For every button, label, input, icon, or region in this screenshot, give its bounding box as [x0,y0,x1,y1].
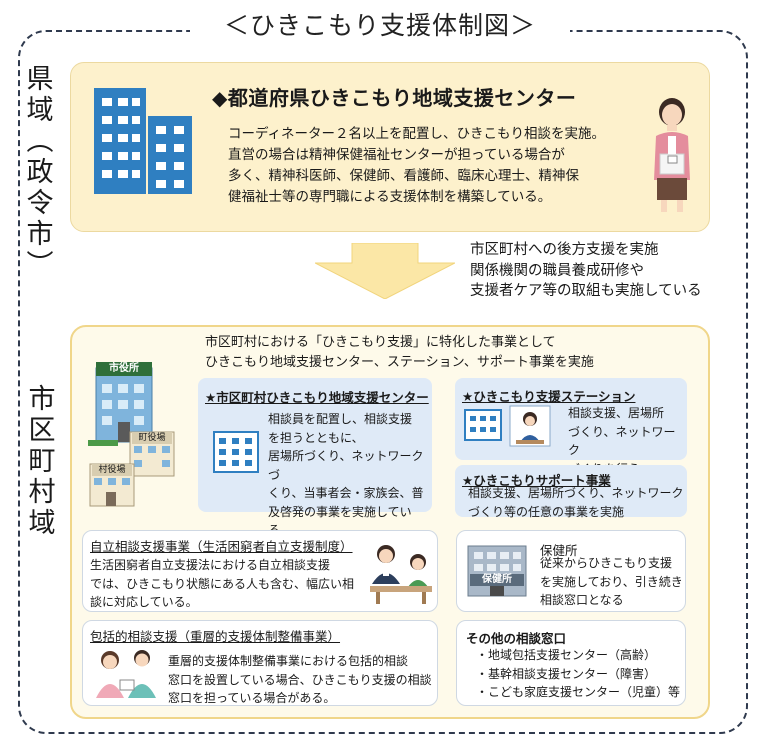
consultation-icon [370,545,432,604]
region-label-char: 政 [26,157,54,188]
description-line: 相談支援、居場所 [568,406,665,420]
intro-line: ひきこもり地域支援センター、ステーション、サポート事業を実施 [205,355,594,370]
region-label-char: ︵ [26,126,54,157]
description-line: 相談員を配置し、相談支援 [268,412,413,426]
city-hall-sign: 市役所 [96,362,152,376]
region-label-char: 区 [28,415,56,446]
description-line: 従来からひきこもり支援 [540,556,673,570]
self-reliance-support-title: 自立相談支援事業（生活困窮者自立支援制度） [90,539,353,554]
list-item: ・基幹相談支援センター（障害） [476,666,657,681]
description-line: 生活困窮者自立支援法における自立相談支援 [90,558,331,572]
region-label-char: 令 [26,188,54,219]
other-consultation-title: その他の相談窓口 [466,631,567,646]
city-region-label: 市 区 町 村 域 [24,384,60,539]
description-line: 相談窓口となる [540,593,624,607]
region-label-char: 域 [26,95,54,126]
support-line: 市区町村への後方支援を実施 [470,242,659,258]
description-line: 重層的支援体制整備事業における包括的相談 [168,654,409,668]
comprehensive-support-title: 包括的相談支援（重層的支援体制整備事業） [90,629,341,644]
description-line: では、ひきこもり状態にある人も含む、幅広い相 [90,576,355,591]
description-line: 直営の場合は精神保健福祉センターが担っている場合が [228,147,565,163]
description-line: 窓口を担っている場合がある。 [168,691,336,705]
municipal-intro: 市区町村における「ひきこもり支援」に特化した事業として ひきこもり地域支援センタ… [205,333,594,373]
description-line: を担うとともに、 [268,430,364,445]
health-center-sign: 保健所 [482,574,512,585]
page-title: ＜ひきこもり支援体制図＞ [190,6,570,46]
comprehensive-support-description: 重層的支援体制整備事業における包括的相談 窓口を設置している場合、ひきこもり支援… [168,652,434,708]
prefecture-center-description: コーディネーター２名以上を配置し、ひきこもり相談を実施。 直営の場合は精神保健福… [228,124,648,208]
description-line: 多く、精神科医師、保健師、看護師、臨床心理士、精神保 [228,168,579,184]
support-project-title: ★ひきこもりサポート事業 [462,473,611,488]
region-label-char: ︶ [26,250,54,281]
staff-woman-icon [654,98,690,212]
description-line: 相談支援、居場所づくり、ネットワーク [468,486,684,500]
support-staff-icon [96,650,156,698]
support-station-title: ★ひきこもり支援ステーション [462,389,636,404]
description-line: コーディネーター２名以上を配置し、ひきこもり相談を実施。 [228,126,606,142]
description-line: づくり、ネットワーク [568,424,676,458]
health-center-title: 保健所 [540,543,578,558]
description-line: づくり等の任意の事業を実施 [468,504,625,519]
prefecture-center-heading: ◆都道府県ひきこもり地域支援センター [212,86,577,110]
village-hall-sign: 村役場 [92,464,132,476]
region-label-char: 村 [28,477,56,508]
support-line: 支援者ケア等の取組も実施している [470,283,702,299]
municipal-support-center-title: ★市区町村ひきこもり地域支援センター [205,390,429,405]
region-label-char: 町 [28,446,56,477]
list-item: ・こども家庭支援センター（児童）等 [476,685,681,699]
other-consultation-list: ・地域包括支援センター（高齢） ・基幹相談支援センター（障害） ・こども家庭支援… [476,646,686,702]
description-line: 健福祉士等の専門職による支援体制を構築している。 [228,189,552,205]
self-reliance-support-description: 生活困窮者自立支援法における自立相談支援 では、ひきこもり状態にある人も含む、幅… [90,556,360,612]
region-label-char: 県 [26,64,54,95]
health-center-icon [467,545,527,597]
description-line: 及啓発の事業を実施してい [268,504,412,519]
municipal-support-center-description: 相談員を配置し、相談支援 を担うとともに、 居場所づくり、ネットワークづ くり、… [268,410,428,540]
intro-line: 市区町村における「ひきこもり支援」に特化した事業として [205,335,556,350]
support-project-description: 相談支援、居場所づくり、ネットワーク づくり等の任意の事業を実施 [468,484,684,521]
description-line: くり、当事者会・家族会、普 [268,486,424,500]
city-hall-icon: 市役所 町役場 村役場 [84,360,194,510]
support-project-box [455,465,687,517]
support-line: 関係機関の職員養成研修や [470,262,644,279]
description-line: 談に対応している。 [90,595,198,609]
health-center-description: 従来からひきこもり支援 を実施しており、引き続き 相談窓口となる [540,554,684,610]
other-consultation-box [456,620,686,706]
description-line: を実施しており、引き続き [540,574,683,589]
list-item: ・地域包括支援センター（高齢） [476,648,657,662]
region-label-char: 市 [26,219,54,250]
region-label-char: 域 [28,508,56,539]
description-line: 居場所づくり、ネットワークづ [268,449,424,482]
downward-arrow-icon [315,243,455,299]
town-hall-sign: 町役場 [132,432,172,444]
office-building-icon [464,409,502,441]
region-label-char: 市 [28,384,56,415]
description-line: 窓口を設置している場合、ひきこもり支援の相談 [168,672,432,687]
office-building-icon [213,431,259,473]
building-icon [94,88,192,194]
staff-desk-icon [509,405,551,447]
prefecture-region-label: 県 域 ︵ 政 令 市 ︶ [22,64,58,281]
backup-support-description: 市区町村への後方支援を実施 関係機関の職員養成研修や 支援者ケア等の取組も実施し… [470,240,702,302]
